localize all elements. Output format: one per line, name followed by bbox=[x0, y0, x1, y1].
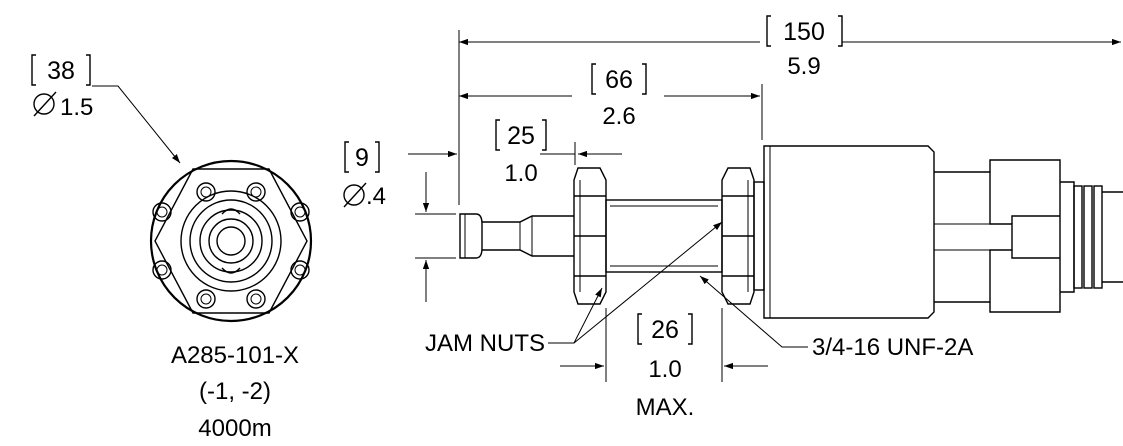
thread-spec-label: 3/4-16 UNF-2A bbox=[812, 334, 973, 361]
tip-diameter-mm: 9 bbox=[355, 144, 369, 172]
tip-diameter-in: .4 bbox=[366, 183, 386, 210]
probe-length-mm: 25 bbox=[507, 122, 535, 150]
side-view bbox=[459, 145, 1123, 319]
overall-length-mm: 150 bbox=[783, 18, 825, 46]
part-variants: (-1, -2) bbox=[199, 378, 271, 405]
dimensions: 150 5.9 66 2.6 25 1.0 9 .4 26 1.0 MAX. bbox=[343, 15, 1121, 421]
depth-rating: 4000m bbox=[198, 415, 271, 442]
body-length-in: 2.6 bbox=[602, 103, 635, 130]
bolt-pattern bbox=[152, 182, 310, 309]
tip-diameter-symbol bbox=[343, 182, 367, 208]
overall-length-in: 5.9 bbox=[787, 53, 820, 80]
part-number: A285-101-X bbox=[171, 342, 299, 369]
front-diameter-in: 1.5 bbox=[60, 94, 93, 121]
thread-length-note: MAX. bbox=[636, 394, 695, 421]
front-view: 38 1.5 A285-101-X (-1, -2) 4000m bbox=[31, 54, 313, 442]
body-length-mm: 66 bbox=[605, 66, 633, 94]
jam-nuts-label: JAM NUTS bbox=[425, 330, 545, 357]
front-diameter-mm: 38 bbox=[47, 57, 75, 85]
probe-length-in: 1.0 bbox=[504, 160, 537, 187]
diameter-symbol bbox=[33, 91, 57, 117]
thread-length-mm: 26 bbox=[651, 316, 679, 344]
thread-length-in: 1.0 bbox=[648, 356, 681, 383]
